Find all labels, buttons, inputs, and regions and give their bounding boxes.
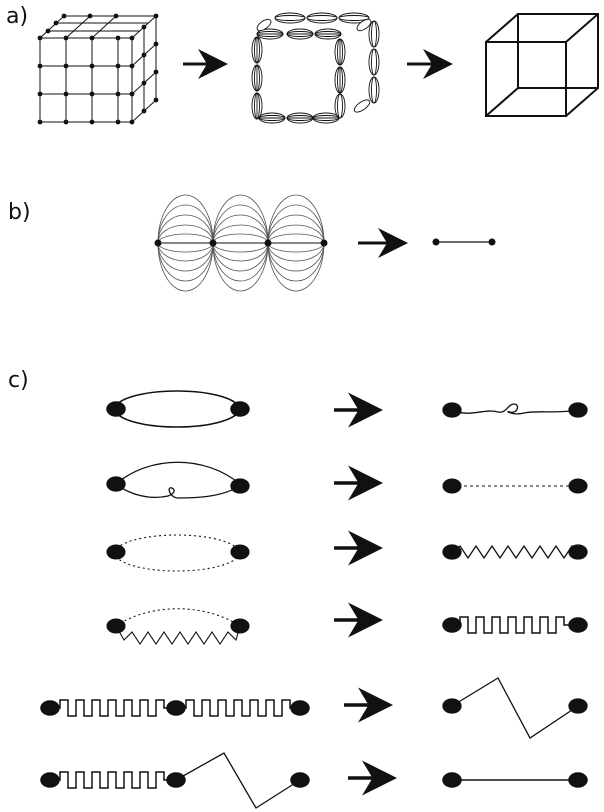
c-row2-left [106, 461, 250, 499]
lattice-front-grid [39, 37, 133, 123]
flux-lines-chain [154, 194, 328, 292]
c-row3-right [442, 544, 588, 560]
lattice-right-grid [131, 16, 157, 123]
flux-tube-cube [251, 12, 380, 124]
panel-a-label: a) [6, 4, 29, 29]
c-row4-right [442, 616, 588, 634]
c-row5-right [442, 677, 588, 739]
c-row1-right [442, 402, 588, 418]
c-row3-left [106, 534, 250, 572]
c-row4-left [106, 608, 250, 645]
c-row5-left [40, 699, 310, 717]
c-row1-left [106, 390, 250, 428]
simple-cube [485, 13, 599, 117]
lattice-nodes [37, 13, 159, 125]
c-row6-left [40, 752, 310, 809]
single-link-b [432, 238, 496, 246]
c-row2-right [442, 478, 588, 494]
lattice-top-grid [39, 15, 157, 39]
panel-c-label: c) [8, 368, 29, 393]
lattice-cube [37, 13, 159, 125]
panel-b-label: b) [8, 200, 31, 225]
c-row6-right [442, 772, 588, 788]
